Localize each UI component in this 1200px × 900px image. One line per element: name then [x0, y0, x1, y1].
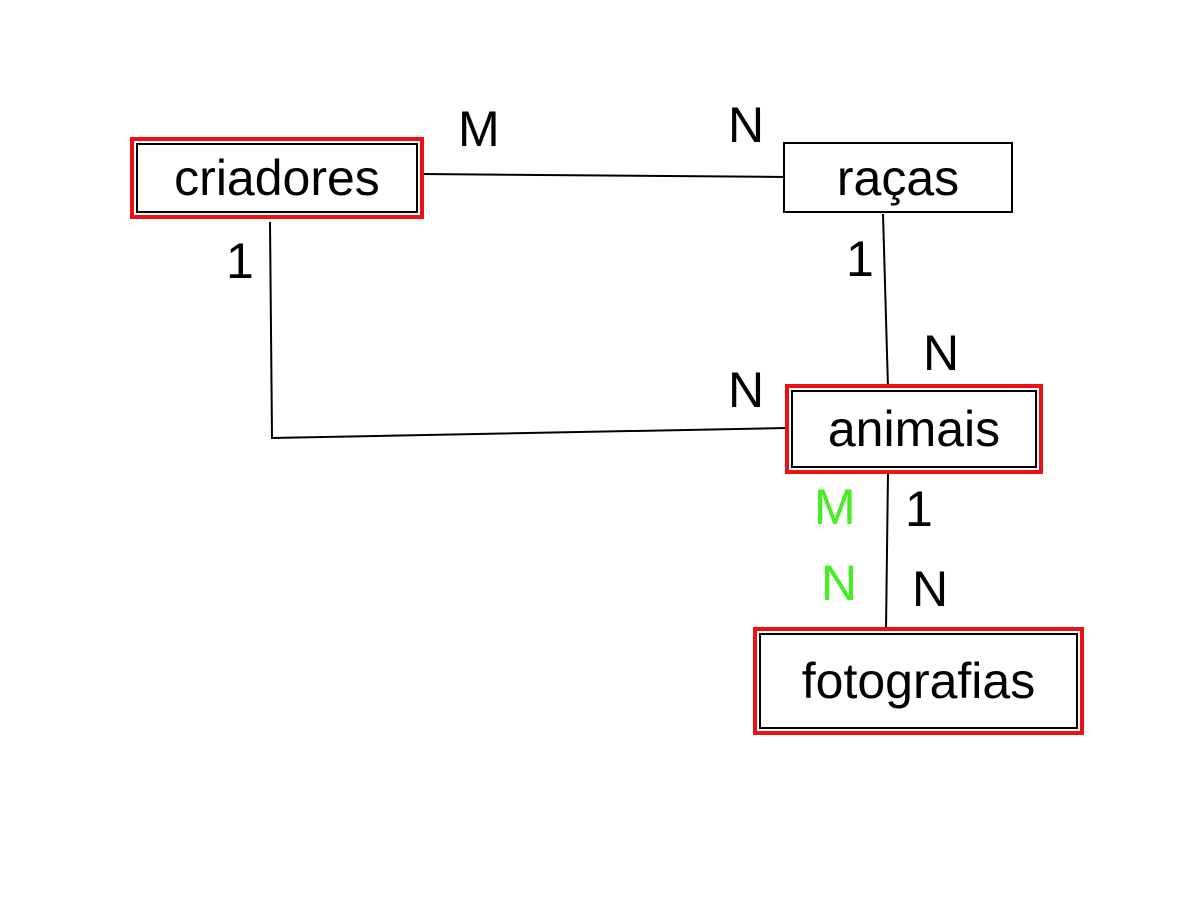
alt-cardinality-animais-fotografias-animais-side: M	[814, 479, 856, 535]
entity-criadores-label: criadores	[174, 150, 380, 206]
cardinality-criadores-racas-criadores-side: M	[458, 101, 500, 157]
entity-animais[interactable]: animais	[785, 384, 1043, 474]
cardinality-racas-animais-animais-side: N	[923, 325, 960, 381]
cardinality-animais-fotografias-animais-side: 1	[905, 481, 933, 537]
entity-fotografias[interactable]: fotografias	[753, 627, 1084, 735]
entity-racas[interactable]: raças	[783, 142, 1013, 213]
alt-cardinality-animais-fotografias-fotografias-side: N	[821, 555, 858, 611]
entity-racas-label: raças	[836, 149, 960, 206]
entity-criadores[interactable]: criadores	[130, 137, 424, 219]
cardinality-animais-fotografias-fotografias-side: N	[912, 561, 949, 617]
connector-racas-animais	[882, 213, 889, 389]
connector-criadores-racas	[421, 173, 787, 178]
connector-animais-fotografias	[885, 471, 889, 631]
cardinality-criadores-animais-animais-side: N	[728, 362, 765, 418]
entity-animais-label: animais	[827, 401, 1001, 457]
cardinality-criadores-animais-criadores-side: 1	[226, 233, 254, 289]
entity-fotografias-label: fotografias	[801, 653, 1036, 709]
cardinality-racas-animais-racas-side: 1	[846, 231, 874, 287]
connector-criadores-animais	[269, 221, 787, 440]
cardinality-criadores-racas-racas-side: N	[728, 97, 765, 153]
